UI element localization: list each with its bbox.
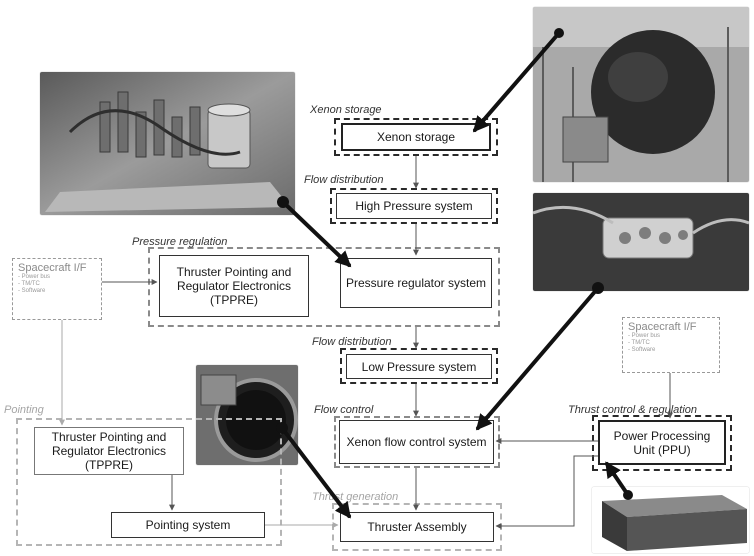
block-xenon-flow-control: Xenon flow control system	[339, 420, 494, 464]
label-xenon-storage: Xenon storage	[310, 104, 382, 116]
group-thrust-control	[592, 415, 732, 471]
label-pointing: Pointing	[4, 404, 44, 416]
photo-pressure-regulator-hardware	[40, 72, 295, 215]
spacecraft-if-left-title: Spacecraft I/F	[18, 262, 87, 274]
group-xenon-storage	[334, 118, 498, 156]
ppu-to-ta	[495, 455, 598, 529]
block-pointing-system: Pointing system	[111, 512, 265, 538]
label-flow-control: Flow control	[314, 404, 374, 416]
label-flow-distribution-top: Flow distribution	[304, 174, 384, 186]
photo-xenon-tank	[533, 7, 749, 182]
block-pressure-regulator: Pressure regulator system	[340, 258, 492, 308]
block-high-pressure: High Pressure system	[336, 193, 492, 219]
label-thrust-control: Thrust control & regulation	[568, 404, 698, 416]
spacecraft-if-left-item: - TM/TC	[18, 281, 40, 287]
photo-ppu	[592, 487, 749, 553]
block-low-pressure: Low Pressure system	[346, 354, 492, 379]
spacecraft-if-left-item: - Software	[18, 288, 46, 294]
block-xenon-storage: Xenon storage	[341, 123, 491, 151]
block-tppre-left: Thruster Pointing and Regulator Electron…	[34, 427, 184, 475]
block-ppu: Power Processing Unit (PPU)	[598, 420, 726, 465]
photo-flow-control-unit	[533, 193, 749, 291]
label-flow-distribution-mid: Flow distribution	[312, 336, 392, 348]
label-thrust-generation: Thrust generation	[312, 491, 399, 503]
spacecraft-if-left-item: - Power bus	[18, 274, 51, 280]
spacecraft-if-right-title: Spacecraft I/F	[628, 321, 697, 333]
spacecraft-if-right-item: - Power bus	[628, 333, 661, 339]
spacecraft-if-right-item: - TM/TC	[628, 340, 650, 346]
label-pressure-regulation: Pressure regulation	[132, 236, 228, 248]
block-thruster-assembly: Thruster Assembly	[340, 512, 494, 542]
spacecraft-if-right-item: - Software	[628, 347, 656, 353]
spacecraft-if-right: Spacecraft I/F - Power bus - TM/TC - Sof…	[622, 317, 720, 373]
block-tppre-top: Thruster Pointing and Regulator Electron…	[159, 255, 309, 317]
spacecraft-if-left: Spacecraft I/F - Power bus - TM/TC - Sof…	[12, 258, 102, 320]
